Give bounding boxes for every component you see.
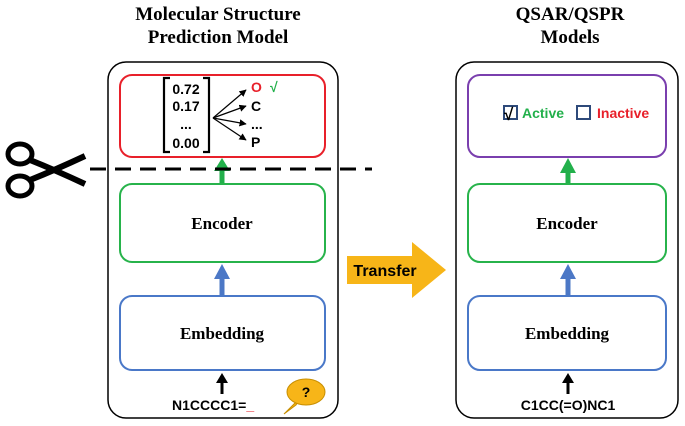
probability-value: 0.00 [172,135,199,151]
right-input-arrowhead [562,373,574,383]
selected-check-mark: √ [270,79,278,95]
left-embedding-box [119,295,326,371]
right-model-frame [455,61,679,419]
left-input-smiles: N1CCCC1=_ [172,397,254,413]
transfer-label: Transfer [353,263,416,280]
active-check-mark: √ [504,105,514,124]
left-embedding-to-encoder-arrowhead [214,264,230,279]
probability-value: 0.17 [172,98,199,114]
token-arrows [212,89,247,141]
left-input-arrowhead [216,373,228,383]
right-embedding-box [467,295,667,371]
right-input-smiles: C1CC(=O)NC1 [521,397,616,413]
right-encoder-box [467,183,667,263]
left-encoder-box [119,183,326,263]
left-embedding-label: Embedding [180,324,265,343]
left-title-line1: Molecular Structure [135,4,301,25]
token-label-selected: O [251,79,262,95]
masked-token: _ [245,397,254,413]
right-encoder-label: Encoder [536,214,598,233]
transfer-arrow [347,242,446,298]
right-encoder-to-head-arrowhead [560,158,576,173]
active-label: Active [522,105,564,121]
question-callout-bubble [286,378,326,406]
left-vector-bracket-right [203,76,211,154]
probability-value: 0.72 [172,81,199,97]
active-checkbox [503,105,518,120]
left-prediction-head [119,74,326,158]
right-classifier-head [467,74,667,158]
token-label: P [251,134,260,150]
left-vector-bracket-left [162,76,170,154]
inactive-label: Inactive [597,105,649,121]
left-model-frame [107,61,339,419]
question-mark: ? [302,384,311,400]
right-title-line1: QSAR/QSPR [516,4,625,25]
left-encoder-label: Encoder [191,214,253,233]
right-title-line2: Models [540,27,599,48]
right-embedding-label: Embedding [525,324,610,343]
inactive-checkbox [576,105,591,120]
right-embedding-to-encoder-arrowhead [560,264,576,279]
token-label: ... [251,116,263,132]
probability-value: ... [180,116,192,132]
scissors-icon [5,141,87,199]
token-label: C [251,98,261,114]
left-title-line2: Prediction Model [148,27,289,48]
